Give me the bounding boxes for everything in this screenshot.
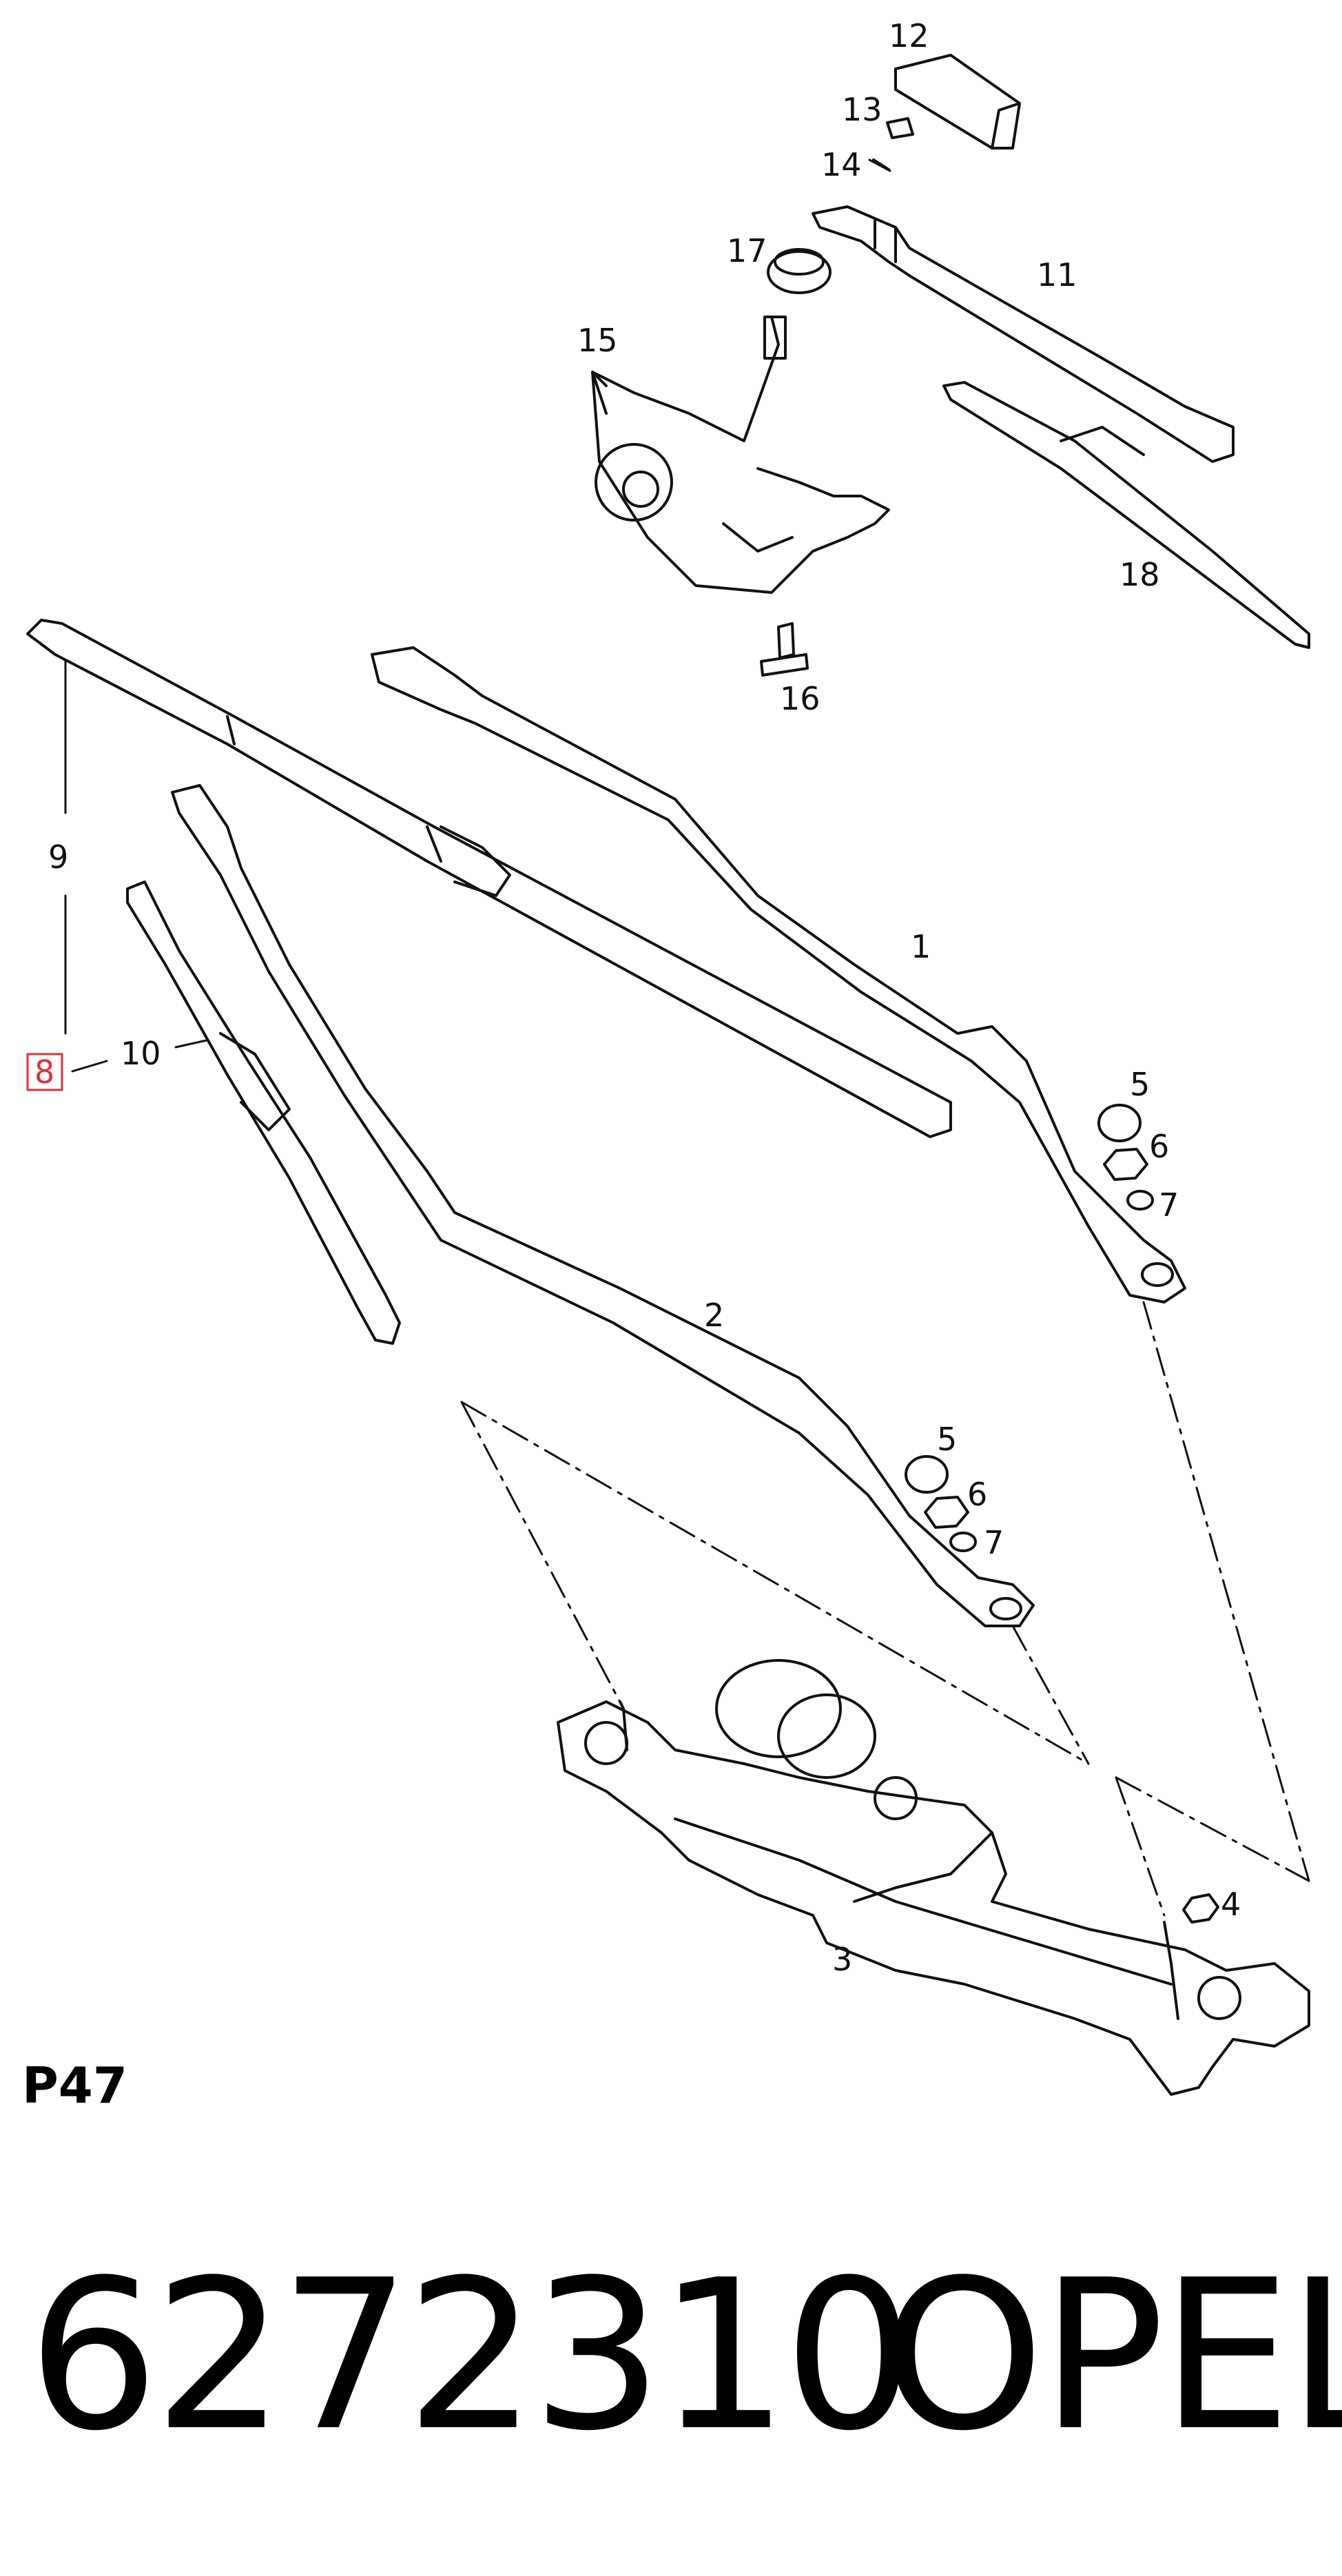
callout-3: 3: [832, 1941, 852, 1978]
part-17-grommet: [767, 248, 832, 294]
assembly-leader-lines: [460, 1301, 1310, 1917]
section-code: P47: [22, 2057, 127, 2114]
callout-17: 17: [727, 232, 767, 269]
part-12-rear-arm-cap: [894, 54, 1021, 150]
callout-6-upper: 6: [1149, 1128, 1169, 1165]
part-3-wiper-linkage-and-motor: [557, 1659, 1310, 2096]
callout-7-upper: 7: [1159, 1186, 1179, 1224]
parts-5-6-7-upper-nut-set: [1097, 1104, 1154, 1210]
callout-15: 15: [577, 322, 618, 359]
part-1-driver-wiper-arm: [371, 646, 1186, 1304]
callout-13: 13: [842, 91, 882, 128]
part-9-driver-wiper-blade: [26, 619, 952, 1138]
parts-5-6-7-lower-nut-set: [905, 1455, 977, 1552]
part-11-rear-wiper-arm: [812, 205, 1235, 463]
callout-12: 12: [889, 17, 929, 54]
callout-11: 11: [1037, 256, 1077, 293]
part-10-passenger-wiper-blade: [126, 880, 401, 1345]
part-number: 6272310: [28, 2236, 915, 2476]
highlight-box-8: [26, 1053, 63, 1091]
callout-18: 18: [1119, 556, 1160, 593]
callout-5-upper: 5: [1130, 1066, 1150, 1103]
callout-4: 4: [1221, 1886, 1241, 1923]
part-13-clip: [886, 117, 914, 139]
callout-leaders: [64, 158, 891, 1073]
callout-1: 1: [911, 928, 931, 965]
part-15-rear-wiper-motor: [591, 316, 890, 594]
part-4-nut: [1182, 1893, 1219, 1924]
callout-14: 14: [821, 146, 862, 183]
callout-6-lower: 6: [967, 1476, 987, 1513]
callout-9: 9: [48, 838, 68, 876]
callout-labels: 12 13 14 17 11 15 18 16 9 1 10 8 5 6 7 2…: [34, 17, 1241, 1978]
callout-2: 2: [704, 1297, 724, 1334]
callout-8: 8: [34, 1053, 54, 1091]
callout-10: 10: [121, 1035, 161, 1072]
part-16-bolt: [760, 622, 809, 677]
part-18-rear-wiper-blade: [942, 381, 1310, 649]
wiper-parts-diagram: 12 13 14 17 11 15 18 16 9 1 10 8 5 6 7 2…: [26, 17, 1310, 2096]
part-2-passenger-wiper-arm: [171, 784, 1035, 1627]
brand-name: OPEL: [882, 2236, 1342, 2476]
callout-7-lower: 7: [984, 1524, 1004, 1561]
callout-5-lower: 5: [937, 1421, 957, 1458]
callout-16: 16: [780, 680, 820, 717]
